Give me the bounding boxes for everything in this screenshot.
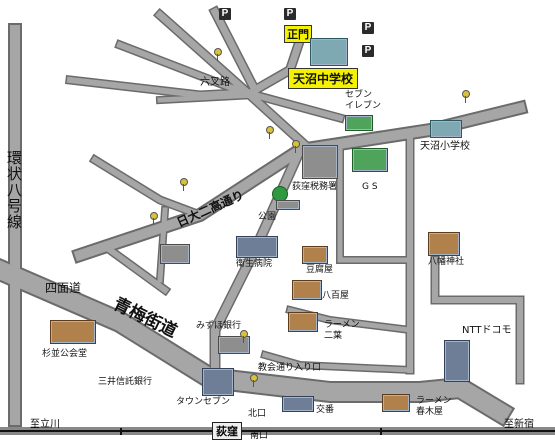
amanuma-jhs-label: 天沼中学校 bbox=[288, 68, 359, 89]
koban-label: 交番 bbox=[316, 405, 335, 415]
ogikubo-station: 荻窪 bbox=[212, 422, 242, 440]
yaoya-building bbox=[292, 280, 322, 300]
pin-icon bbox=[292, 140, 300, 153]
mizuho-bank-building bbox=[218, 336, 250, 354]
tax-office-label: 荻窪税務署 bbox=[292, 182, 338, 192]
pin-icon bbox=[266, 126, 274, 139]
park-label: 公園 bbox=[258, 212, 277, 222]
pin-icon bbox=[250, 374, 258, 387]
amanuma-es-label: 天沼小学校 bbox=[420, 141, 470, 152]
building bbox=[160, 244, 190, 264]
seimon-label: 正門 bbox=[284, 25, 312, 43]
gas-station-building bbox=[352, 148, 388, 172]
rokusaro-label: 六叉路 bbox=[200, 77, 230, 88]
pin-icon bbox=[240, 330, 248, 343]
hachiman-shrine-building bbox=[428, 232, 460, 256]
town-seven-label: タウンセブン bbox=[176, 397, 231, 407]
mitsui-trust-label: 三井信託銀行 bbox=[98, 377, 153, 387]
seven-eleven-building bbox=[345, 115, 373, 131]
ramen-futaba-label: ラーメン 二葉 bbox=[324, 320, 360, 341]
town-seven-building bbox=[202, 368, 234, 396]
ntt-docomo-building bbox=[444, 340, 470, 382]
mizuho-bank-label: みずほ銀行 bbox=[196, 321, 242, 331]
tofu-shop-building bbox=[302, 246, 328, 264]
suginami-hall-building bbox=[50, 320, 96, 344]
amanuma-es-building bbox=[430, 120, 462, 138]
rail-tick bbox=[120, 428, 122, 435]
rail-tick bbox=[380, 428, 382, 435]
amanuma-jhs-building bbox=[310, 38, 348, 66]
shimenmichi-label: 四面道 bbox=[45, 281, 82, 295]
kyokai-entrance-label: 教会通り入り口 bbox=[258, 363, 322, 373]
eisei-hospital-label: 衛生病院 bbox=[236, 259, 273, 269]
parking-icon: P bbox=[362, 22, 374, 34]
ring-road-label: 環状八号線 bbox=[5, 150, 23, 230]
ntt-docomo-label: NTTドコモ bbox=[462, 325, 512, 336]
north-exit-label: 北口 bbox=[248, 409, 267, 419]
pin-icon bbox=[462, 90, 470, 103]
park-bench bbox=[276, 200, 300, 210]
ramen-harukiya-label: ラーメン 春木屋 bbox=[416, 396, 452, 417]
to-shinjuku-label: 至新宿 bbox=[504, 419, 534, 430]
pin-icon bbox=[214, 48, 222, 61]
pin-icon bbox=[150, 212, 158, 225]
gas-station-label: G S bbox=[362, 182, 378, 192]
parking-icon: P bbox=[362, 45, 374, 57]
ramen-futaba-building bbox=[288, 312, 318, 332]
south-exit-label: 南口 bbox=[250, 431, 269, 441]
railway-line bbox=[0, 427, 555, 435]
suginami-hall-label: 杉並公会堂 bbox=[42, 349, 88, 359]
parking-icon: P bbox=[284, 8, 296, 20]
hachiman-shrine-label: 八幡神社 bbox=[428, 257, 465, 267]
parking-icon: P bbox=[219, 8, 231, 20]
pin-icon bbox=[180, 178, 188, 191]
yaoya-label: 八百屋 bbox=[322, 291, 350, 301]
to-tachikawa-label: 至立川 bbox=[30, 419, 60, 430]
eisei-hospital-building bbox=[236, 236, 278, 258]
seven-eleven-label: セブン イレブン bbox=[345, 90, 382, 111]
koban-building bbox=[282, 396, 314, 412]
tax-office-building bbox=[302, 145, 338, 179]
tofu-shop-label: 豆腐屋 bbox=[306, 265, 334, 275]
ramen-harukiya-building bbox=[382, 394, 410, 412]
